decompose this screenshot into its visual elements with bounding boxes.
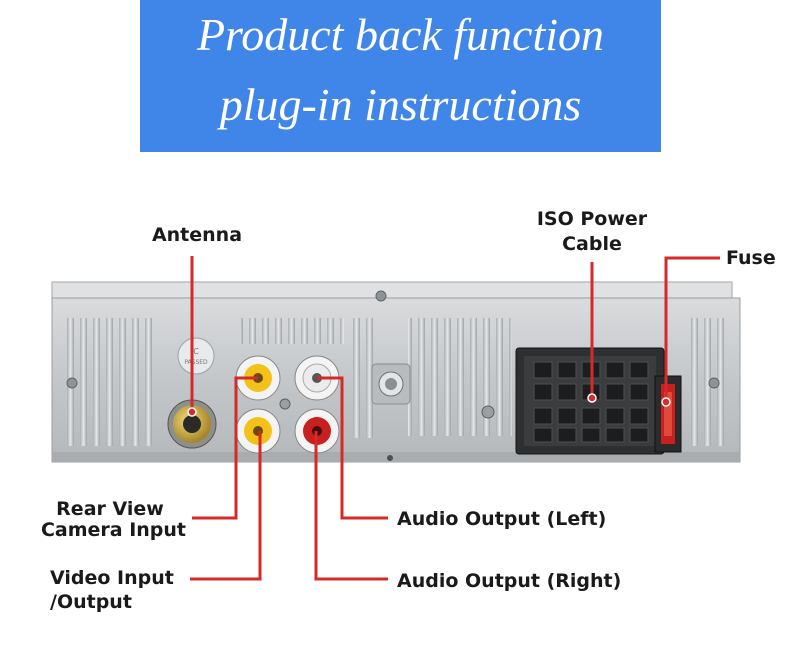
screw-top: [375, 290, 387, 302]
leader-audio-right: [314, 431, 388, 581]
leader-dot-iso: [587, 393, 597, 403]
screw-rca: [279, 398, 291, 410]
label-video-line1: Video Input: [50, 567, 174, 589]
leader-rear-view: [192, 376, 258, 520]
screw-middle: [481, 405, 495, 419]
leader-dot-antenna: [187, 407, 197, 417]
leader-dot-fuse: [661, 397, 671, 407]
badge-text-c: C: [193, 347, 199, 356]
rca-video-jack: [235, 408, 281, 454]
title-banner: Product back function plug-in instructio…: [140, 0, 661, 152]
screw-left: [66, 377, 78, 389]
label-rear-view-line1: Rear View: [56, 498, 164, 520]
banner-title-line-1: Product back function: [196, 9, 605, 60]
screw-bottom: [387, 455, 393, 461]
heatsink-fins-center-left: [240, 318, 344, 344]
ce-passed-badge: [177, 337, 215, 375]
leader-video: [190, 431, 262, 581]
screw-right: [708, 377, 720, 389]
panel-bottom-edge: [52, 452, 740, 462]
banner-title-line-2: plug-in instructions: [219, 79, 582, 130]
label-iso-power-line1: ISO Power: [536, 208, 648, 230]
label-audio-left: Audio Output (Left): [397, 508, 607, 530]
leader-lines: [190, 256, 720, 581]
label-iso-power-line2: Cable: [562, 233, 622, 255]
label-rear-view-line2: Camera Input: [40, 519, 186, 541]
panel-top-cover: [51, 281, 733, 301]
label-antenna: Antenna: [151, 224, 243, 246]
label-audio-right: Audio Output (Right): [397, 570, 622, 592]
label-fuse: Fuse: [726, 247, 776, 269]
fuse: [654, 375, 682, 453]
leader-audio-left: [317, 376, 388, 520]
mount-hole: [371, 363, 411, 405]
label-video-line2: /Output: [50, 591, 132, 613]
badge-text-passed: PASSED: [184, 359, 208, 366]
heatsink-fins-center-right: [408, 318, 512, 436]
leader-fuse: [664, 256, 720, 402]
heatsink-fins-left: [66, 318, 154, 446]
